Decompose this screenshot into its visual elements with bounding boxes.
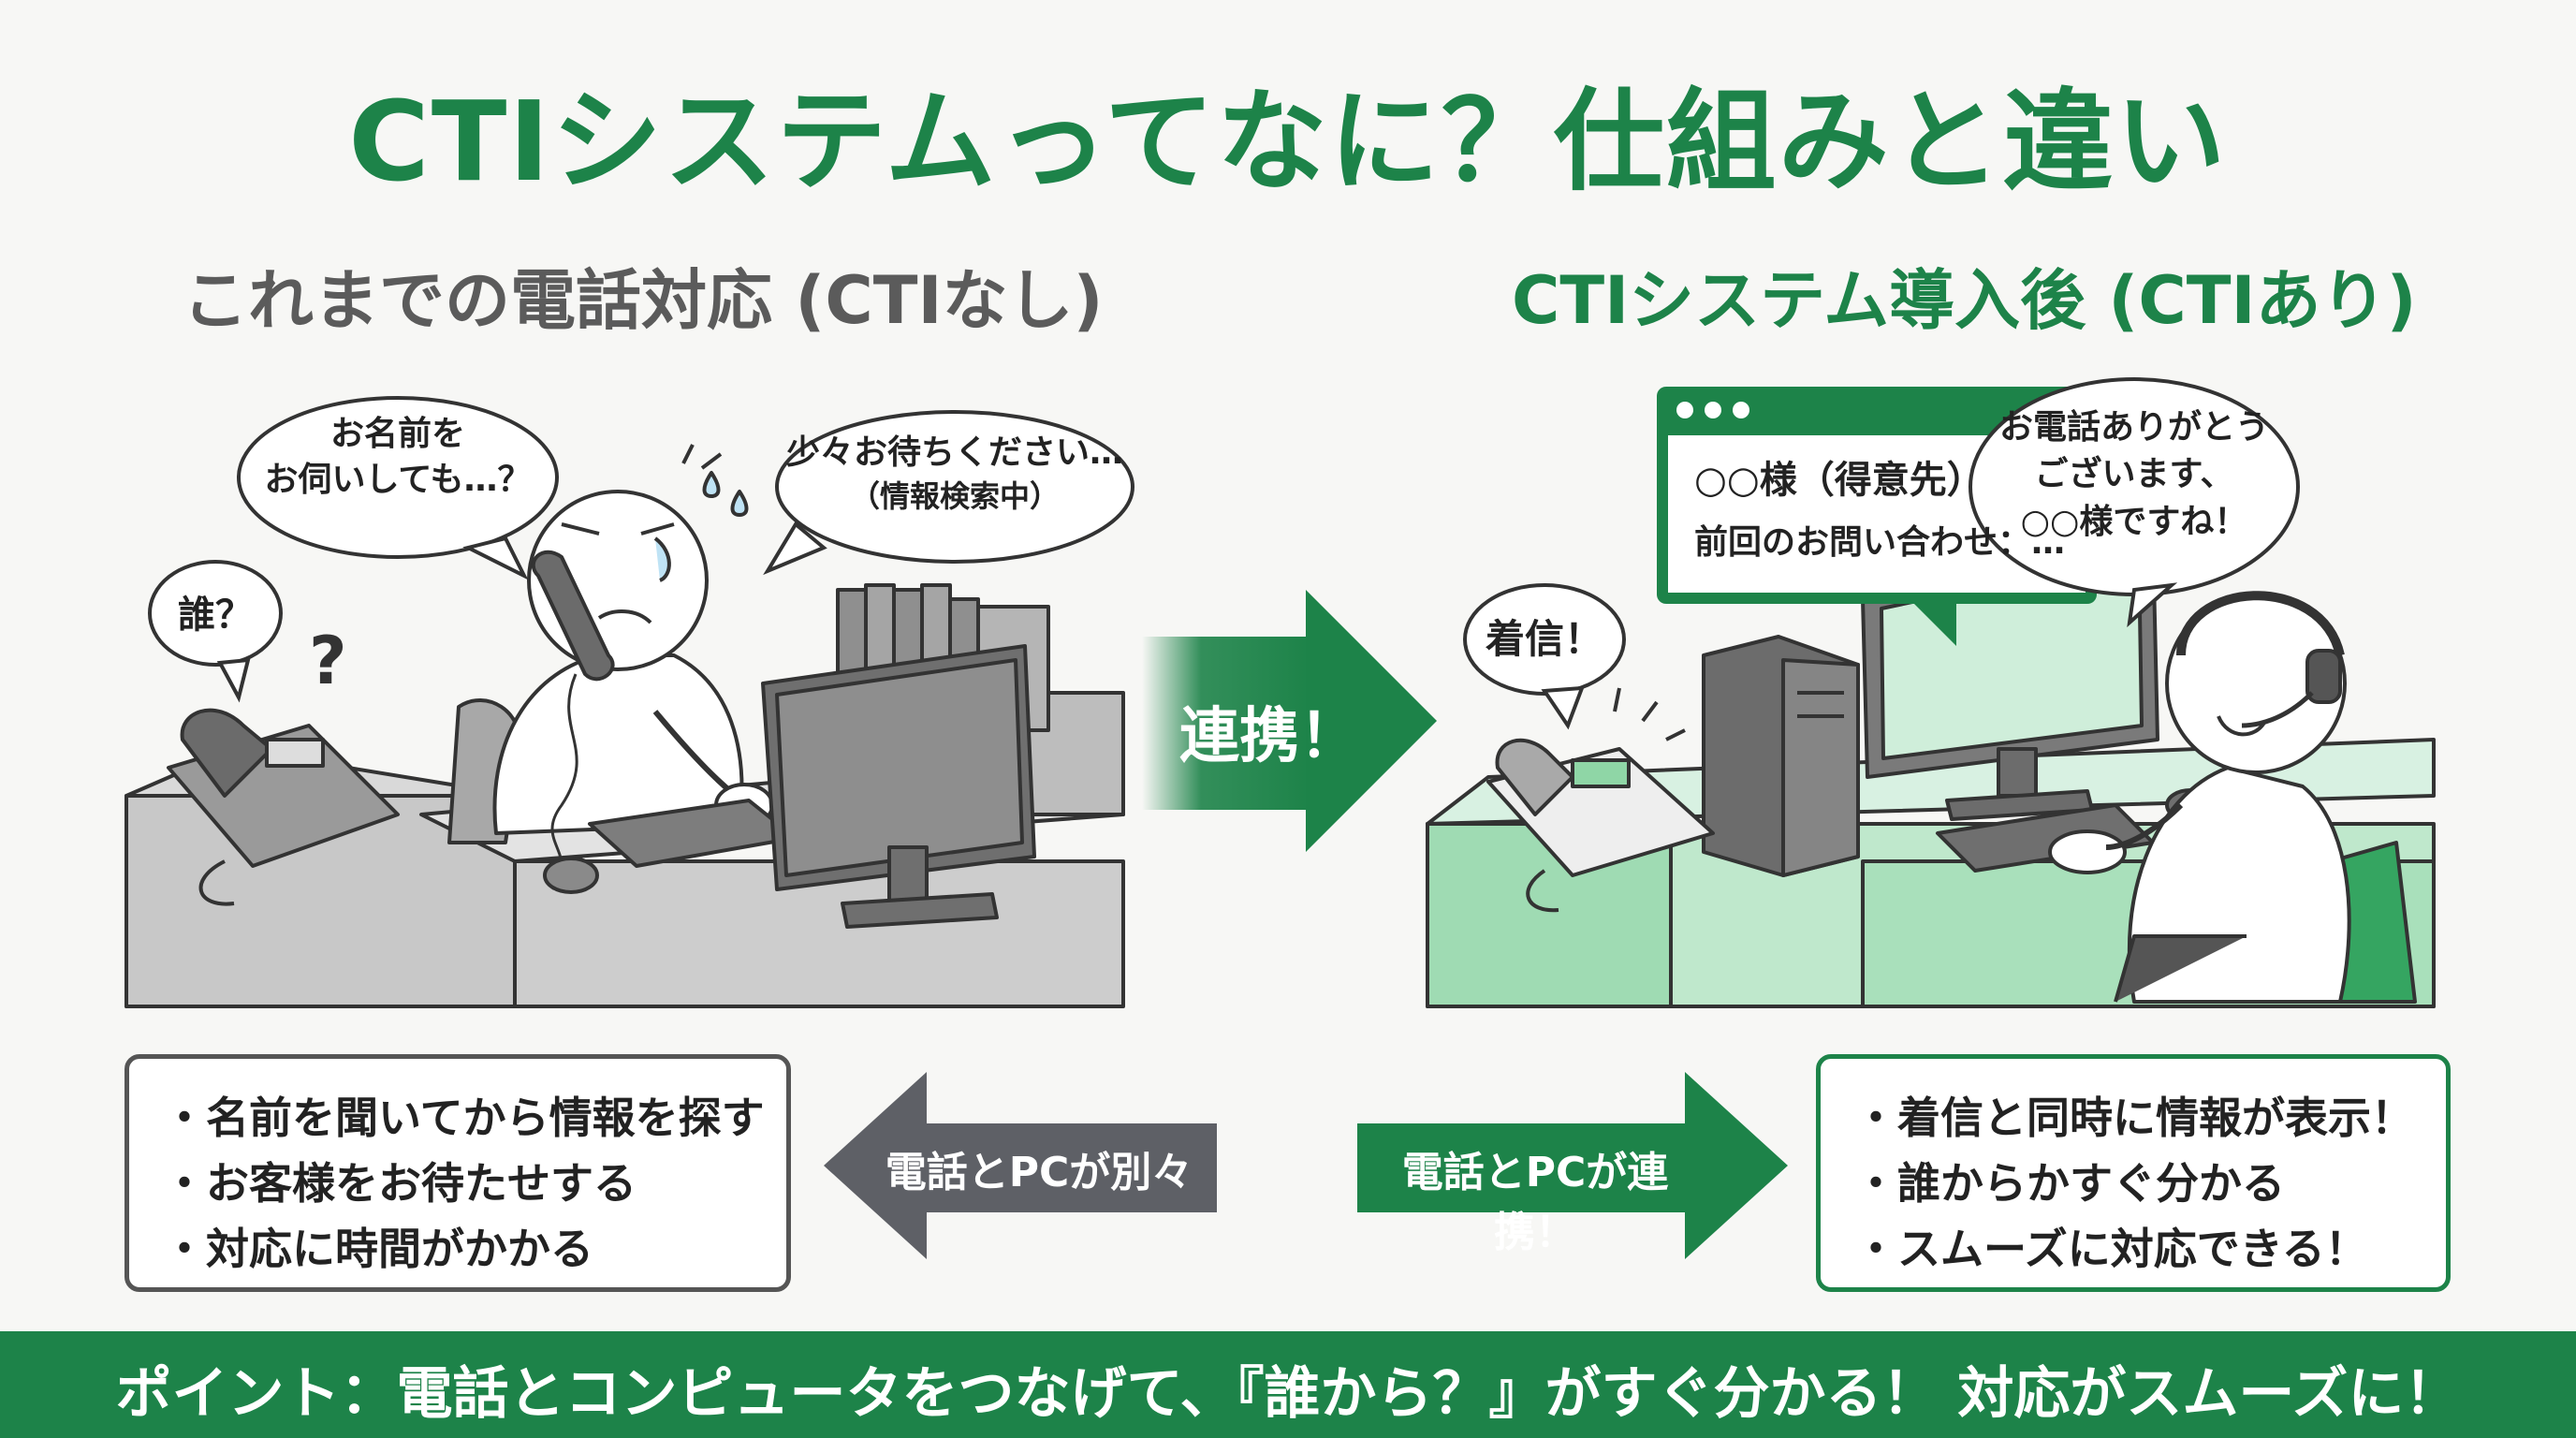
before-bullet: 名前を聞いてから情報を探す bbox=[163, 1085, 765, 1151]
after-bullet: 誰からかすぐ分かる bbox=[1854, 1151, 2412, 1216]
right-bubbles bbox=[1463, 377, 2300, 730]
monitor-line-2: 前回のお問い合わせ：… bbox=[1694, 523, 2066, 562]
footer-text: ポイント：電話とコンピュータをつなげて、『誰から？』がすぐ分かる！ 対応がスムー… bbox=[115, 1361, 2461, 1427]
question-mark: ? bbox=[309, 623, 347, 699]
after-bullet: 着信と同時に情報が表示！ bbox=[1854, 1085, 2414, 1151]
left-heading: これまでの電話対応 (CTIなし) bbox=[183, 262, 1104, 339]
page-title: CTIシステムってなに？仕組みと違い bbox=[348, 77, 2228, 206]
left-arrow-label: 電話とPCが別々 bbox=[885, 1149, 1193, 1196]
left-monitor bbox=[761, 644, 1036, 929]
left-bubbles bbox=[148, 396, 1134, 703]
left-desk-phone bbox=[167, 708, 400, 906]
left-scene: ? bbox=[124, 444, 1125, 1008]
monitor-line-1: ○○様（得意先） bbox=[1694, 459, 1984, 502]
right-arrow-label: 電話とPCが連携！ bbox=[1401, 1149, 1669, 1256]
footer-banner bbox=[0, 1331, 2576, 1438]
bubble-who bbox=[148, 560, 283, 667]
before-summary-box: 名前を聞いてから情報を探す お客様をお待たせする 対応に時間がかかる bbox=[124, 1054, 791, 1292]
after-summary-box: 着信と同時に情報が表示！ 誰からかすぐ分かる スムーズに対応できる！ bbox=[1816, 1054, 2451, 1292]
bubble-thanks-line-1: お電話ありがとう bbox=[1998, 408, 2269, 447]
headset-person bbox=[2048, 591, 2351, 1004]
bubble-wait-text: 少々お待ちください… （情報検索中） bbox=[786, 431, 1123, 517]
before-bullet: 対応に時間がかかる bbox=[163, 1216, 753, 1282]
left-mouse bbox=[543, 857, 599, 894]
bubble-wait-line-2: （情報検索中） bbox=[849, 477, 1060, 514]
center-arrow-label: 連携！ bbox=[1179, 702, 1359, 771]
pc-tower bbox=[1702, 635, 1860, 877]
bubble-name-text: お名前を お伺いしても…？ bbox=[248, 412, 548, 503]
bubble-thanks-line-2: ございます、 bbox=[2034, 455, 2234, 494]
after-bullet: スムーズに対応できる！ bbox=[1854, 1216, 2412, 1282]
bubble-name bbox=[237, 396, 559, 559]
right-bottom-arrow bbox=[1357, 1072, 1788, 1259]
right-heading: CTIシステム導入後 (CTIあり) bbox=[1512, 262, 2417, 339]
worried-person bbox=[492, 444, 774, 890]
bubble-who-text: 誰？ bbox=[178, 594, 253, 637]
bubble-thanks-line-3: ○○様ですね！ bbox=[2020, 502, 2248, 541]
bubble-thanks-text: お電話ありがとう ございます、 ○○様ですね！ bbox=[1984, 404, 2284, 546]
bubble-wait-line-1: 少々お待ちください… bbox=[786, 433, 1124, 472]
center-arrow bbox=[1142, 590, 1437, 852]
bubble-wait bbox=[775, 410, 1134, 564]
before-bullet: お客様をお待たせする bbox=[163, 1151, 753, 1216]
bubble-incoming-text: 着信！ bbox=[1485, 616, 1603, 662]
bubble-name-line-2: お伺いしても…？ bbox=[264, 460, 532, 499]
bubble-name-line-1: お名前を bbox=[329, 415, 465, 453]
left-bottom-arrow bbox=[824, 1072, 1217, 1259]
right-desk-phone bbox=[1486, 738, 1715, 913]
